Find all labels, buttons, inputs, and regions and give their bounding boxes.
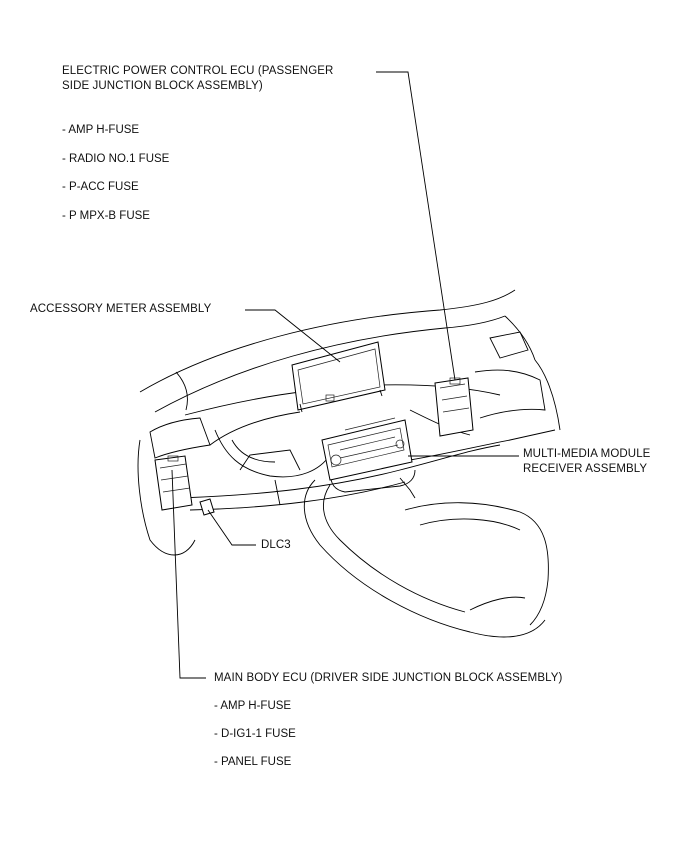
passenger-ecu-title-line1: ELECTRIC POWER CONTROL ECU (PASSENGER xyxy=(62,65,334,77)
multimedia-label-line1: MULTI-MEDIA MODULE xyxy=(523,448,651,460)
main-body-ecu-title: MAIN BODY ECU (DRIVER SIDE JUNCTION BLOC… xyxy=(214,672,563,684)
multimedia-label-line2: RECEIVER ASSEMBLY xyxy=(523,463,648,475)
driver-junction-block-part xyxy=(154,455,193,511)
passenger-junction-block-part xyxy=(434,377,474,437)
leader-lines xyxy=(171,71,519,679)
accessory-meter-label: ACCESSORY METER ASSEMBLY xyxy=(30,303,212,315)
dlc3-part xyxy=(199,498,215,516)
multimedia-receiver-part xyxy=(321,417,413,481)
accessory-meter-part xyxy=(291,341,386,413)
driver-fuse-panel: - PANEL FUSE xyxy=(214,756,292,768)
dlc3-label: DLC3 xyxy=(261,539,291,551)
driver-fuse-d-ig1-1: - D-IG1-1 FUSE xyxy=(214,728,296,740)
passenger-ecu-title: ELECTRIC POWER CONTROL ECU (PASSENGER SI… xyxy=(62,64,333,94)
passenger-fuse-p-acc: - P-ACC FUSE xyxy=(62,181,139,193)
passenger-ecu-title-line2: SIDE JUNCTION BLOCK ASSEMBLY) xyxy=(62,80,263,92)
passenger-fuse-radio-no1: - RADIO NO.1 FUSE xyxy=(62,153,170,165)
driver-fuse-amp-h: - AMP H-FUSE xyxy=(214,700,292,712)
passenger-fuse-p-mpx-b: - P MPX-B FUSE xyxy=(62,210,150,222)
passenger-fuse-amp-h: - AMP H-FUSE xyxy=(62,124,140,136)
multimedia-label: MULTI-MEDIA MODULE RECEIVER ASSEMBLY xyxy=(523,447,650,477)
